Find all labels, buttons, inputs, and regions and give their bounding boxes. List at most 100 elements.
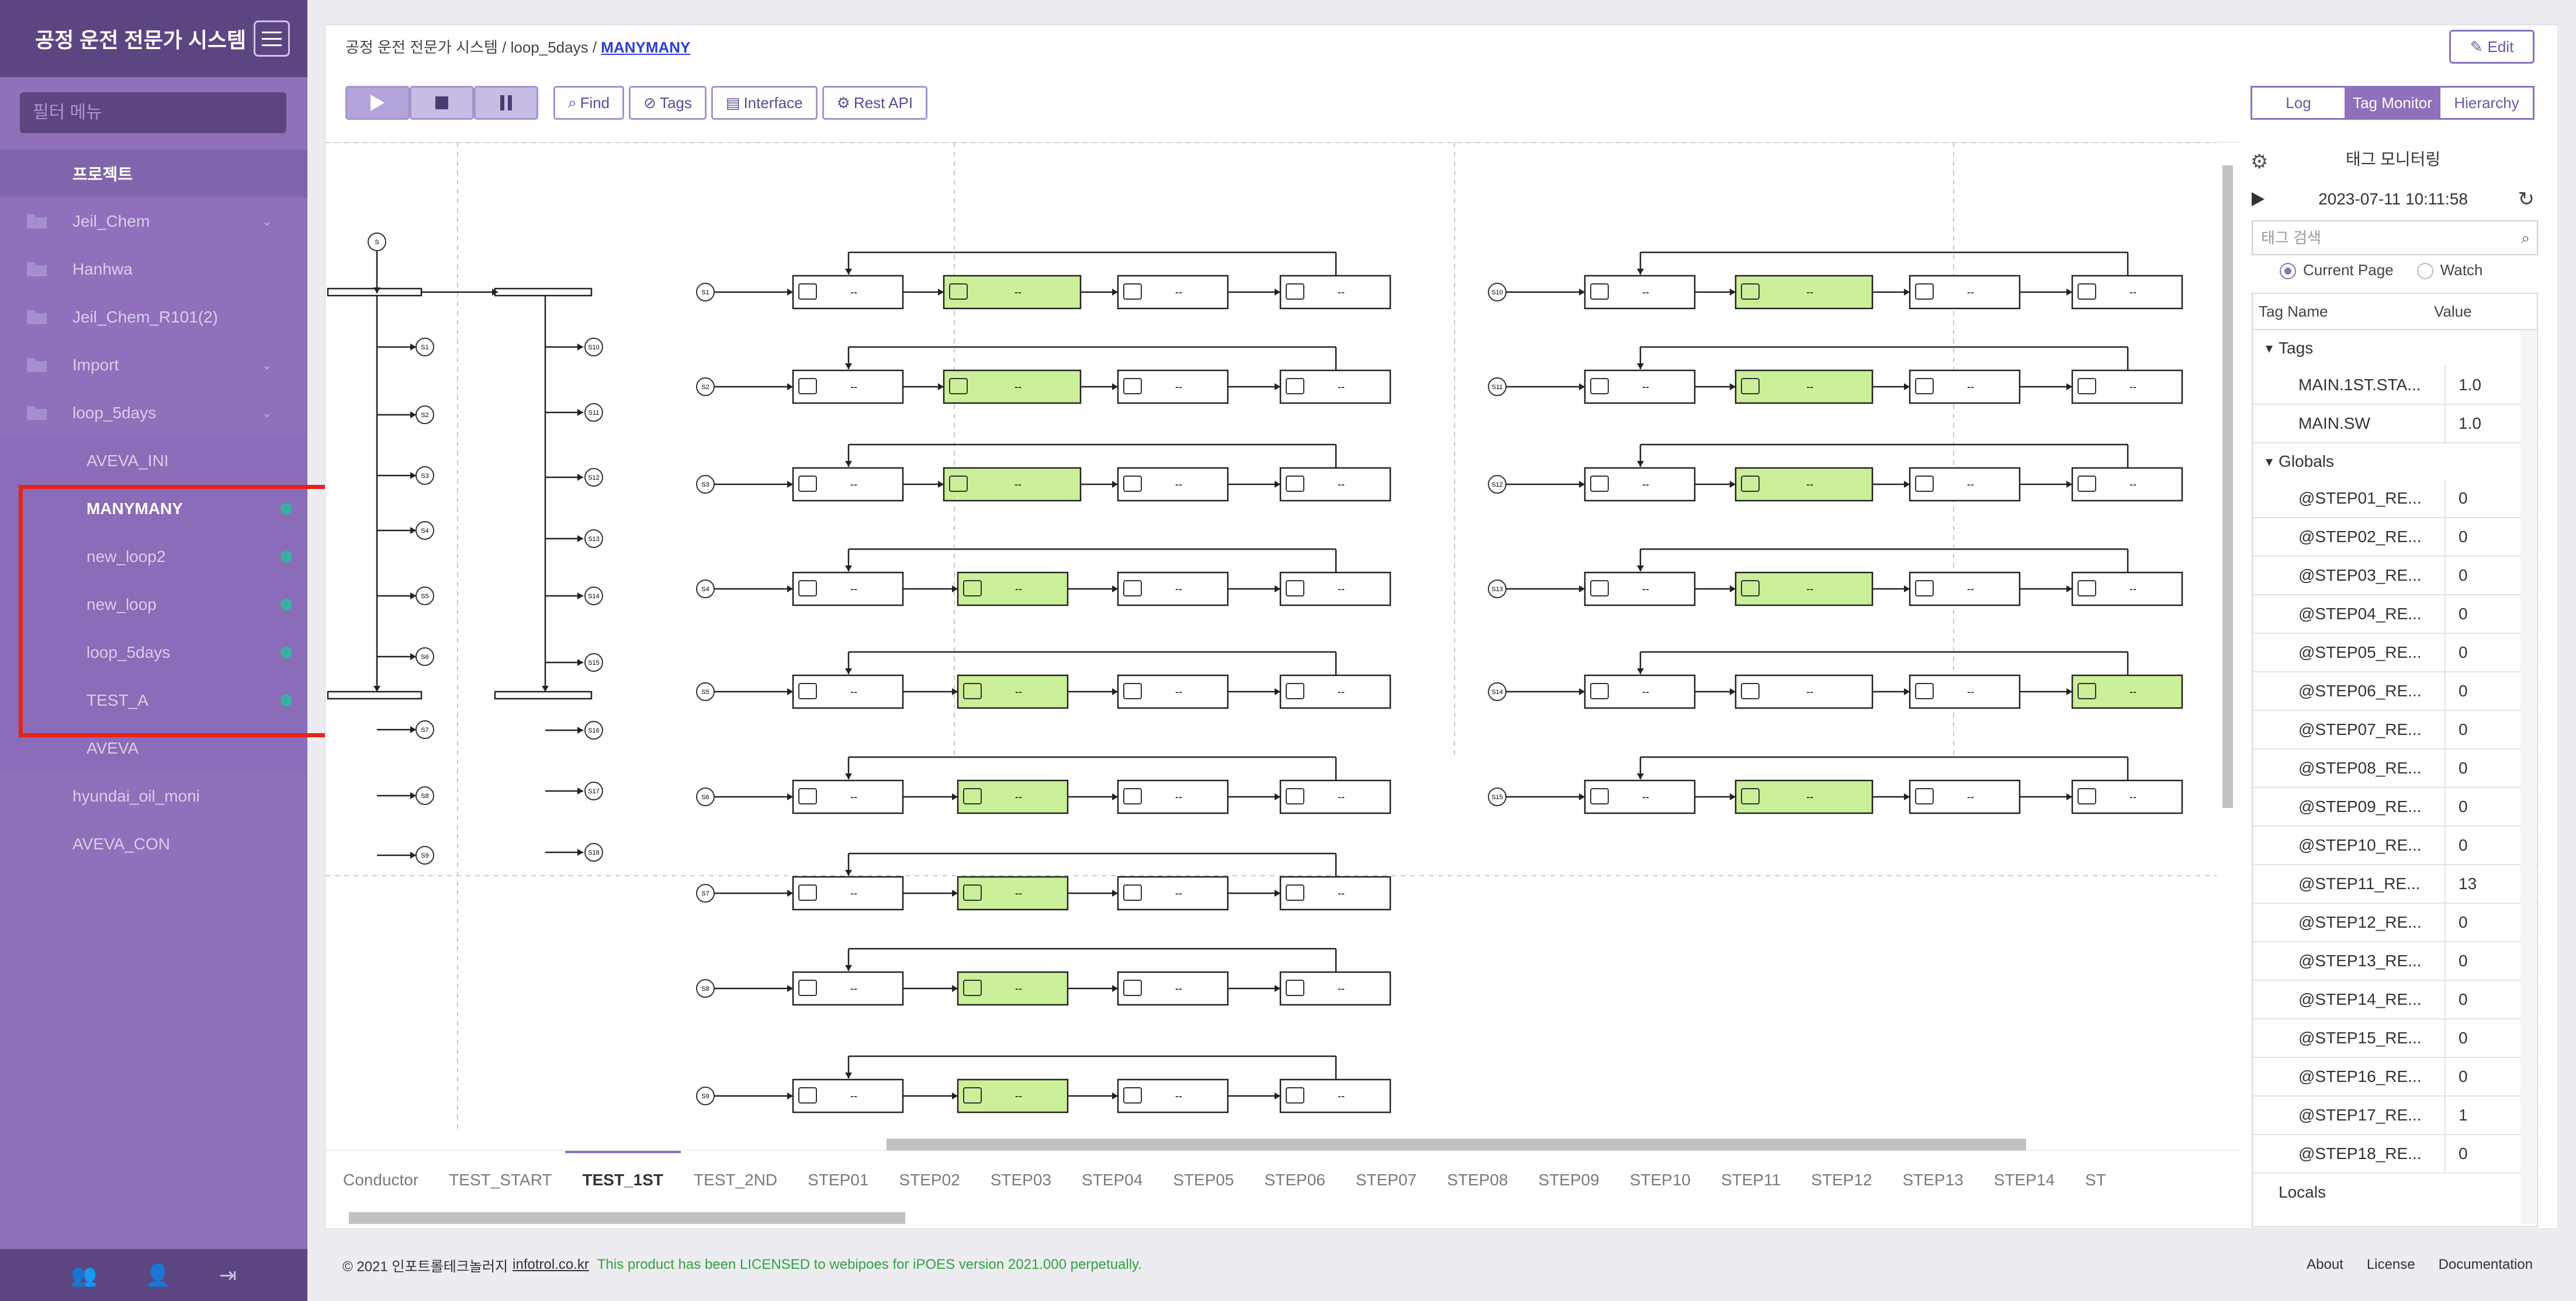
program-tab[interactable]: STEP01 — [808, 1170, 869, 1189]
tag-table-scrollbar[interactable] — [2520, 330, 2536, 1224]
function-block[interactable] — [1117, 275, 1229, 310]
function-block[interactable] — [1909, 369, 2021, 404]
function-block[interactable] — [2071, 571, 2183, 606]
canvas-horizontal-scrollbar[interactable] — [326, 1135, 2236, 1153]
program-tab[interactable]: TEST_START — [449, 1170, 552, 1189]
function-block[interactable] — [792, 971, 904, 1006]
function-block[interactable] — [1117, 1078, 1229, 1113]
radio-current-page[interactable]: Current Page — [2280, 261, 2394, 280]
function-block[interactable] — [957, 1078, 1069, 1113]
program-tab[interactable]: STEP10 — [1629, 1170, 1691, 1189]
breadcrumb-project[interactable]: loop_5days — [510, 39, 588, 56]
sfc-diagram[interactable]: SS1S2S3S4S5S6S7S8S9S10S11S12S13S14S15S16… — [326, 143, 2217, 1133]
play-button[interactable] — [345, 86, 410, 120]
tag-search-input[interactable]: 태그 검색⌕ — [2252, 220, 2538, 255]
find-button[interactable]: ⌕Find — [553, 86, 625, 120]
function-block[interactable] — [792, 571, 904, 606]
step-node[interactable] — [416, 786, 434, 805]
sidebar-project-item[interactable]: hyundai_oil_moni — [0, 772, 307, 820]
function-block[interactable] — [2071, 674, 2183, 709]
step-node[interactable] — [584, 587, 603, 605]
footer-link[interactable]: Documentation — [2438, 1257, 2533, 1272]
sidebar-subitem[interactable]: TEST_A — [0, 676, 307, 724]
scroll-thumb[interactable] — [887, 1139, 2026, 1150]
sidebar-subitem[interactable]: new_loop — [0, 581, 307, 629]
menu-toggle-icon[interactable] — [254, 20, 290, 57]
footer-link[interactable]: About — [2307, 1257, 2343, 1272]
sidebar-subitem[interactable]: loop_5days — [0, 629, 307, 676]
function-block[interactable] — [2071, 779, 2183, 814]
step-node[interactable] — [584, 529, 603, 548]
function-block[interactable] — [1584, 369, 1696, 404]
program-tab[interactable]: Conductor — [343, 1170, 419, 1189]
tag-row[interactable]: @STEP04_RE...0 — [2253, 595, 2537, 634]
gear-icon[interactable]: ⚙ — [2250, 151, 2269, 173]
function-block[interactable] — [957, 779, 1069, 814]
rest-api-button[interactable]: ⚙Rest API — [822, 86, 928, 120]
tags-button[interactable]: ⊘Tags — [629, 86, 707, 120]
step-node[interactable] — [416, 846, 434, 865]
tag-group-locals[interactable]: Locals — [2279, 1183, 2326, 1201]
view-tab-log[interactable]: Log — [2250, 86, 2346, 120]
tag-row[interactable]: MAIN.1ST.STA...1.0 — [2253, 366, 2537, 405]
col-value[interactable]: Value — [2434, 302, 2472, 320]
function-block[interactable] — [1734, 467, 1874, 502]
function-block[interactable] — [1279, 369, 1391, 404]
function-block[interactable] — [1279, 971, 1391, 1006]
sidebar-project-item[interactable]: Import⌄ — [0, 341, 307, 389]
tag-group-tags[interactable]: Tags — [2253, 330, 2537, 366]
function-block[interactable] — [1734, 571, 1874, 606]
refresh-icon[interactable]: ↻ — [2518, 188, 2535, 210]
breadcrumb-root[interactable]: 공정 운전 전문가 시스템 — [345, 39, 498, 56]
scroll-thumb[interactable] — [349, 1212, 905, 1224]
function-block[interactable] — [1909, 779, 2021, 814]
tag-row[interactable]: @STEP15_RE...0 — [2253, 1019, 2537, 1058]
function-block[interactable] — [2071, 275, 2183, 310]
function-block[interactable] — [957, 571, 1069, 606]
step-node[interactable] — [584, 782, 603, 800]
function-block[interactable] — [1584, 779, 1696, 814]
program-tab[interactable]: TEST_1ST — [565, 1151, 681, 1209]
program-tab[interactable]: STEP14 — [1993, 1170, 2055, 1189]
function-block[interactable] — [1117, 571, 1229, 606]
function-block[interactable] — [1279, 571, 1391, 606]
function-block[interactable] — [1117, 876, 1229, 911]
sidebar-subitem[interactable]: AVEVA — [0, 724, 307, 772]
function-block[interactable] — [792, 369, 904, 404]
view-tab-hierarchy[interactable]: Hierarchy — [2439, 86, 2535, 120]
step-node[interactable] — [584, 843, 603, 862]
tag-group-globals[interactable]: Globals — [2253, 443, 2537, 480]
tabs-horizontal-scrollbar[interactable] — [326, 1209, 2236, 1226]
program-tab[interactable]: ST — [2085, 1170, 2106, 1189]
tag-row[interactable]: @STEP06_RE...0 — [2253, 672, 2537, 711]
view-tab-tag-monitor[interactable]: Tag Monitor — [2345, 86, 2440, 120]
col-tag-name[interactable]: Tag Name — [2259, 302, 2328, 320]
function-block[interactable] — [1279, 275, 1391, 310]
tag-row[interactable]: @STEP16_RE...0 — [2253, 1058, 2537, 1097]
function-block[interactable] — [792, 1078, 904, 1113]
program-tab[interactable]: STEP03 — [990, 1170, 1051, 1189]
function-block[interactable] — [792, 779, 904, 814]
function-block[interactable] — [1734, 779, 1874, 814]
function-block[interactable] — [943, 467, 1082, 502]
footer-link[interactable]: License — [2366, 1257, 2415, 1272]
function-block[interactable] — [2071, 467, 2183, 502]
function-block[interactable] — [1279, 674, 1391, 709]
tag-row[interactable]: @STEP13_RE...0 — [2253, 942, 2537, 981]
sidebar-subitem[interactable]: MANYMANY — [0, 485, 307, 533]
program-tab[interactable]: STEP13 — [1902, 1170, 1964, 1189]
program-tab[interactable]: STEP06 — [1264, 1170, 1325, 1189]
program-tab[interactable]: STEP12 — [1811, 1170, 1872, 1189]
pause-button[interactable] — [474, 86, 538, 120]
canvas-vertical-scrollbar[interactable] — [2219, 142, 2236, 1123]
program-tab[interactable]: STEP11 — [1720, 1170, 1781, 1189]
radio-watch[interactable]: Watch — [2416, 261, 2482, 280]
function-block[interactable] — [1117, 369, 1229, 404]
function-block[interactable] — [2071, 369, 2183, 404]
program-tab[interactable]: STEP02 — [899, 1170, 960, 1189]
function-block[interactable] — [1734, 275, 1874, 310]
sidebar-project-item[interactable]: loop_5days⌄ — [0, 389, 307, 437]
program-tab[interactable]: STEP09 — [1538, 1170, 1599, 1189]
step-node[interactable] — [584, 403, 603, 422]
